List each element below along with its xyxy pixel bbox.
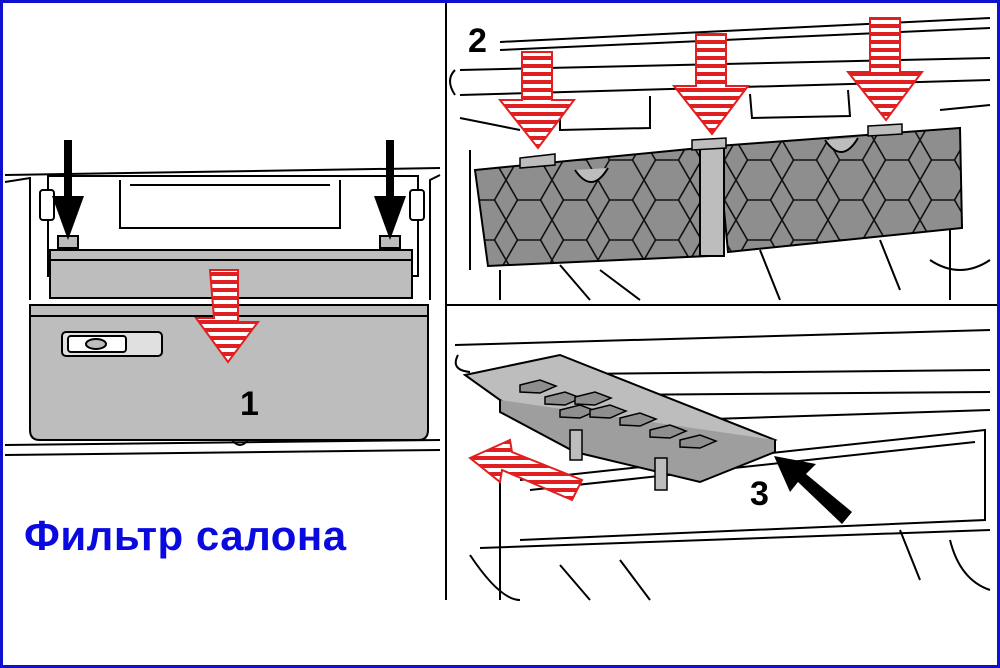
red-arrow-2c — [845, 17, 924, 122]
panel-glovebox — [4, 167, 441, 456]
step-label-3: 3 — [750, 475, 769, 513]
red-arrow-2a — [497, 51, 576, 150]
cabin-filter-installed — [473, 123, 964, 268]
red-arrow-1 — [194, 269, 260, 364]
black-arrow-right — [374, 140, 406, 240]
step-label-1: 1 — [240, 385, 259, 423]
cabin-filter-removed — [462, 353, 778, 491]
red-arrow-2b — [671, 33, 750, 136]
step-label-2: 2 — [468, 22, 487, 60]
red-arrow-3 — [468, 438, 584, 502]
caption-title: Фильтр салона — [24, 512, 347, 559]
black-arrow-left — [52, 140, 84, 240]
black-arrow-3 — [774, 456, 852, 524]
